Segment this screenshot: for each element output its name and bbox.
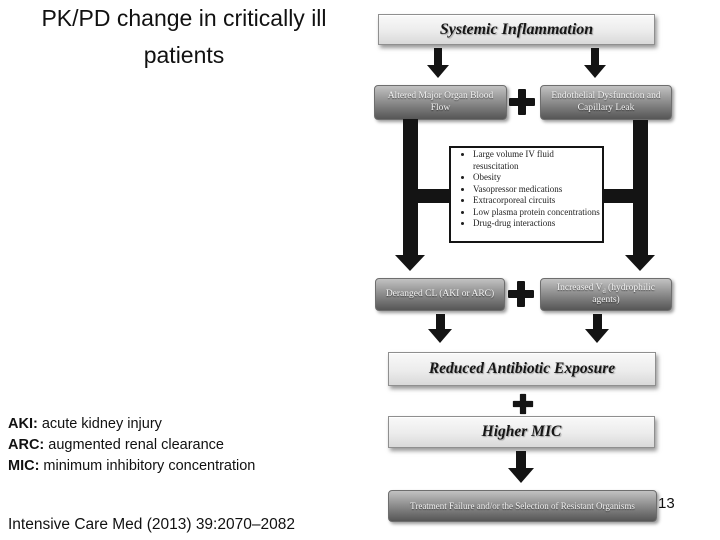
abbreviation-definition: acute kidney injury <box>41 416 162 432</box>
node-deranged-cl: Deranged CL (AKI or ARC) <box>375 278 505 311</box>
factor-item: Large volume IV fluid resuscitation <box>473 149 600 172</box>
node-label: Higher MIC <box>481 423 562 440</box>
plus-icon <box>508 281 534 307</box>
factor-item: Obesity <box>473 172 600 184</box>
plus-icon <box>509 89 535 115</box>
node-label: Reduced Antibiotic Exposure <box>428 360 616 377</box>
abbreviation-line: ARC:augmented renal clearance <box>8 435 255 456</box>
factor-item: Vasopressor medications <box>473 184 600 196</box>
down-arrow-icon <box>427 48 449 78</box>
down-arrow-icon <box>428 314 452 343</box>
node-label: Endothelial Dysfunction and Capillary Le… <box>551 91 661 113</box>
node-altered-organ-blood-flow: Altered Major Organ Blood Flow <box>374 85 507 120</box>
down-arrow-icon <box>508 451 534 483</box>
down-arrow-icon <box>585 314 609 343</box>
abbreviation-line: MIC:minimum inhibitory concentration <box>8 456 255 477</box>
connector-left-stub <box>412 189 450 203</box>
plus-icon <box>512 393 534 415</box>
node-reduced-antibiotic-exposure: Reduced Antibiotic Exposure <box>388 352 656 386</box>
subscript-d: d <box>602 288 606 295</box>
abbreviation-definition: minimum inhibitory concentration <box>43 458 256 474</box>
node-systemic-inflammation: Systemic Inflammation <box>378 14 655 45</box>
node-label: Treatment Failure and/or the Selection o… <box>410 500 635 511</box>
abbreviation-term: MIC: <box>8 458 40 474</box>
node-label: Systemic Inflammation <box>439 20 594 38</box>
connector-left-vertical <box>403 119 418 256</box>
node-contributing-factors: Large volume IV fluid resuscitation Obes… <box>449 146 604 243</box>
connector-right-vertical <box>633 120 648 256</box>
page-number: 13 <box>658 495 675 512</box>
abbreviation-list: AKI:acute kidney injury ARC:augmented re… <box>8 414 255 477</box>
node-label: Increased Vd (hydrophilic agents) <box>556 283 656 305</box>
node-treatment-failure: Treatment Failure and/or the Selection o… <box>388 490 657 522</box>
factor-item: Low plasma protein concentrations <box>473 207 600 219</box>
page-title: PK/PD change in critically ill patients <box>41 5 327 68</box>
abbreviation-term: AKI: <box>8 416 38 432</box>
down-arrowhead-icon <box>395 255 425 271</box>
abbreviation-term: ARC: <box>8 437 45 453</box>
node-label: Altered Major Organ Blood Flow <box>387 91 494 113</box>
abbreviation-line: AKI:acute kidney injury <box>8 414 255 435</box>
down-arrow-icon <box>584 48 606 78</box>
factors-list: Large volume IV fluid resuscitation Obes… <box>451 149 602 230</box>
connector-right-stub <box>603 189 639 203</box>
node-label: Deranged CL (AKI or ARC) <box>385 288 495 299</box>
abbreviation-definition: augmented renal clearance <box>48 437 224 453</box>
factor-item: Extracorporeal circuits <box>473 195 600 207</box>
node-increased-vd: Increased Vd (hydrophilic agents) <box>540 278 672 311</box>
down-arrowhead-icon <box>625 255 655 271</box>
node-endothelial-dysfunction: Endothelial Dysfunction and Capillary Le… <box>540 85 672 120</box>
factor-item: Drug-drug interactions <box>473 218 600 230</box>
citation-text: Intensive Care Med (2013) 39:2070–2082 <box>8 516 295 533</box>
node-higher-mic: Higher MIC <box>388 416 655 448</box>
